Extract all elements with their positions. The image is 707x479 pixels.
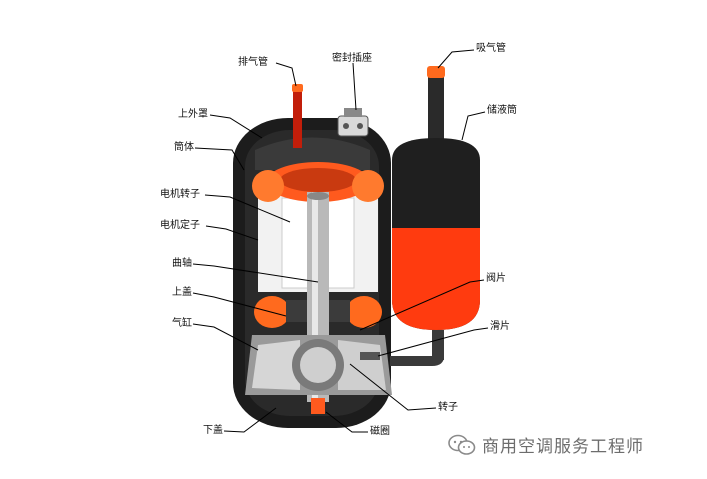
leader-lower-lid: [223, 407, 277, 433]
leader-upper-lid: [192, 292, 287, 317]
leader-exhaust-pipe: [275, 62, 297, 87]
label-slide-vane: 滑片: [490, 321, 510, 332]
label-accumulator: 储液筒: [487, 105, 517, 116]
leader-motor-rotor: [204, 194, 291, 223]
leader-accumulator: [461, 111, 486, 141]
accumulator: [390, 66, 480, 366]
label-shell: 筒体: [174, 142, 194, 153]
cylinder-assembly: [245, 335, 392, 395]
leader-lines: [192, 49, 489, 433]
leader-sealed-socket: [352, 62, 357, 111]
label-valve-plate: 阀片: [486, 273, 506, 284]
leader-shell: [194, 147, 245, 171]
label-motor-stator: 电机定子: [160, 220, 200, 231]
label-suction-pipe: 吸气管: [476, 43, 506, 54]
label-cylinder: 气缸: [172, 318, 192, 329]
leader-suction-pipe: [437, 49, 475, 69]
leader-rotor: [349, 363, 437, 411]
label-magnetic-ring: 磁圈: [370, 426, 390, 437]
leader-upper-cover: [209, 114, 263, 139]
coil-top: [252, 162, 384, 202]
leader-cylinder: [192, 323, 259, 351]
label-motor-rotor: 电机转子: [160, 189, 200, 200]
leader-slide-vane: [377, 327, 489, 357]
upper-cover-inner: [255, 137, 370, 170]
label-upper-lid: 上盖: [172, 287, 192, 298]
watermark-text: 商用空调服务工程师: [482, 437, 644, 457]
label-lower-lid: 下盖: [203, 425, 223, 436]
leader-motor-stator: [205, 225, 259, 241]
sealed-socket: [337, 108, 369, 137]
wechat-icon: [448, 434, 476, 455]
leader-valve-plate: [359, 279, 485, 331]
watermark: 商用空调服务工程师: [448, 432, 644, 457]
label-crankshaft: 曲轴: [172, 258, 192, 269]
exhaust-pipe: [292, 84, 303, 148]
leader-magnetic-ring: [325, 411, 368, 433]
label-upper-cover: 上外罩: [178, 109, 208, 120]
leader-crankshaft: [192, 263, 319, 283]
slide-vane: [360, 352, 380, 360]
label-rotor: 转子: [438, 402, 458, 413]
label-exhaust-pipe: 排气管: [238, 57, 268, 68]
magnetic-ring: [311, 398, 325, 414]
coil-bottom: [254, 296, 382, 328]
label-sealed-socket: 密封插座: [332, 53, 372, 64]
